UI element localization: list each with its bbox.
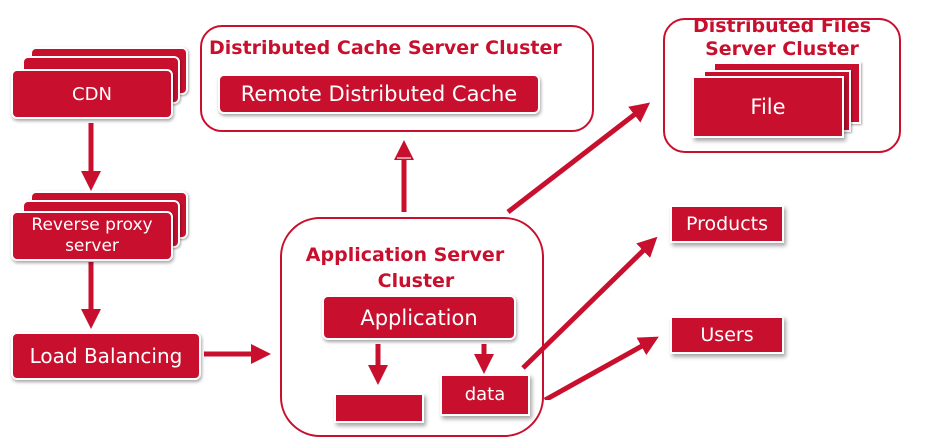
remote-cache-node: Remote Distributed Cache bbox=[218, 74, 540, 114]
lower-left-node bbox=[334, 393, 424, 423]
distributed-files-title-line2: Server Cluster bbox=[705, 38, 859, 60]
application-server-cluster-title-line1: Application Server bbox=[305, 244, 505, 266]
arrow-data-to-products bbox=[521, 236, 658, 370]
reverse-proxy-node: Reverse proxy server bbox=[11, 211, 173, 261]
cdn-node: CDN bbox=[11, 69, 173, 119]
distributed-cache-cluster-title: Distributed Cache Server Cluster bbox=[209, 37, 562, 59]
arrow-app-to-files bbox=[506, 102, 651, 214]
file-node: File bbox=[692, 76, 844, 138]
load-balancing-node: Load Balancing bbox=[11, 332, 201, 380]
application-node: Application bbox=[322, 295, 516, 340]
products-node: Products bbox=[670, 205, 784, 243]
data-node: data bbox=[440, 374, 530, 416]
arrow-data-to-users bbox=[543, 336, 659, 400]
application-server-cluster-title-line2: Cluster bbox=[377, 270, 455, 292]
reverse-proxy-label-line1: Reverse proxy bbox=[31, 215, 153, 235]
connector-arrows bbox=[81, 102, 659, 400]
distributed-files-title-line1: Distributed Files bbox=[692, 15, 872, 37]
users-node: Users bbox=[670, 316, 784, 354]
reverse-proxy-label-line2: server bbox=[65, 236, 119, 256]
distributed-files-cluster-title: Distributed Files Server Cluster bbox=[663, 15, 901, 61]
